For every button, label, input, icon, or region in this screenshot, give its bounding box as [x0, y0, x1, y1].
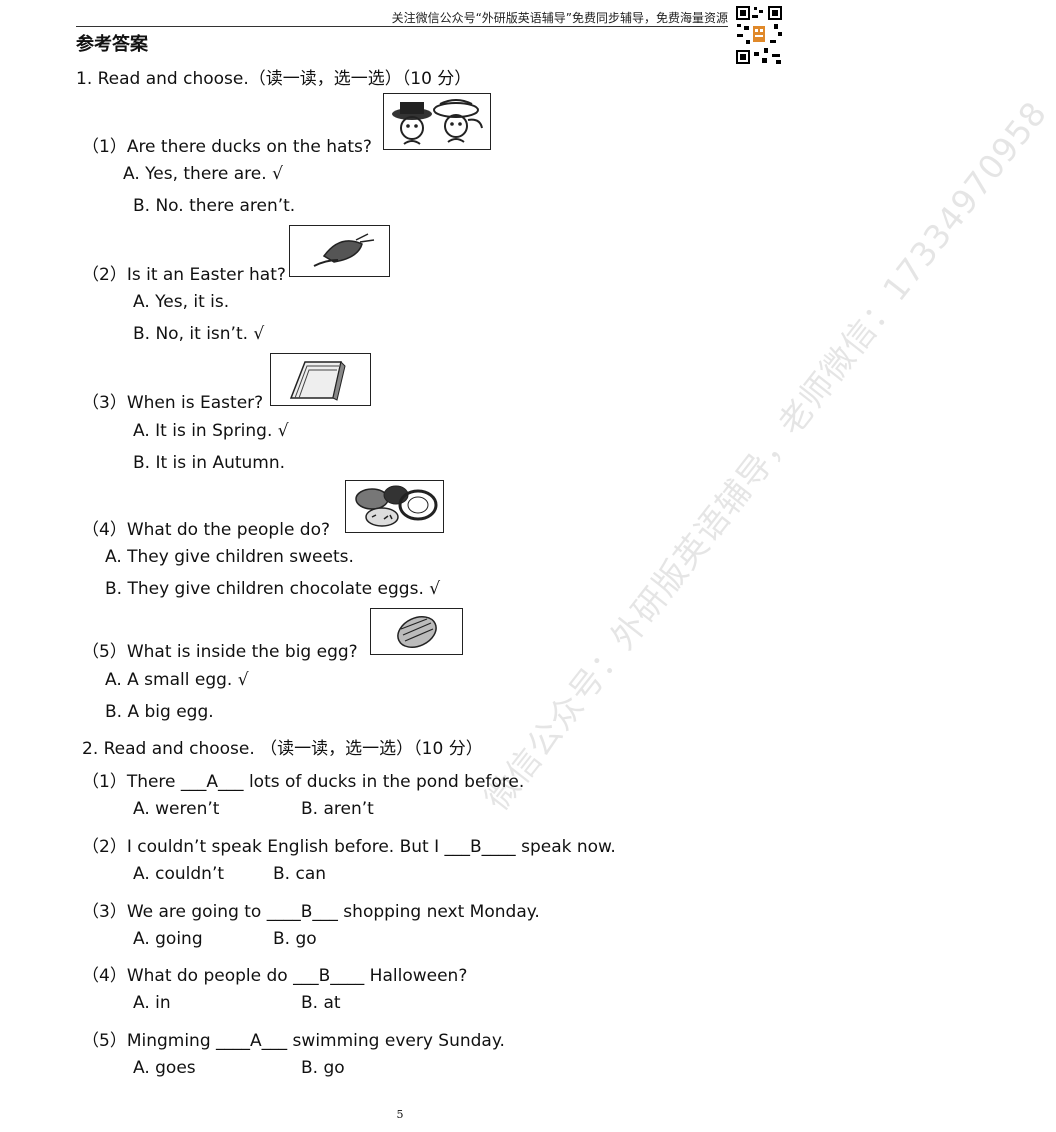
s2-q5-option-a: A. goes [133, 1058, 196, 1078]
s1-question-2: （2）Is it an Easter hat? [82, 265, 286, 285]
s2-question-4: （4）What do people do ___B____ Halloween? [82, 966, 468, 986]
big-egg-picture [370, 608, 463, 655]
s1-question-1: （1）Are there ducks on the hats? [82, 137, 372, 157]
s2-q5-option-b: B. go [301, 1058, 345, 1078]
s1-question-5: （5）What is inside the big egg? [82, 642, 358, 662]
s1-q5-option-a: A. A small egg. √ [105, 670, 249, 690]
calendar-picture [270, 353, 371, 406]
section1-heading: 1. Read and choose.（读一读，选一选）（10 分） [76, 69, 472, 89]
s2-q4-option-b: B. at [301, 993, 341, 1013]
calendar-illustration [289, 361, 346, 401]
page-number: 5 [396, 1108, 404, 1121]
header-rule [76, 26, 728, 27]
s1-question-3: （3）When is Easter? [82, 393, 264, 413]
s2-q2-option-b: B. can [273, 864, 327, 884]
easter-hat-illustration [313, 233, 375, 267]
easter-hat-picture [289, 225, 390, 277]
chocolate-eggs-picture [345, 480, 444, 533]
hats-illustration [392, 99, 483, 145]
s1-q5-option-b: B. A big egg. [105, 702, 214, 722]
s2-question-1: （1）There ___A___ lots of ducks in the po… [82, 772, 525, 792]
chocolate-eggs-illustration [355, 485, 438, 527]
s1-question-4: （4）What do the people do? [82, 520, 331, 540]
s1-q4-option-b: B. They give children chocolate eggs. √ [105, 579, 441, 599]
section2-heading: 2. Read and choose. （读一读，选一选）（10 分） [82, 739, 483, 759]
s1-q4-option-a: A. They give children sweets. [105, 547, 354, 567]
answer-key-title: 参考答案 [76, 34, 148, 55]
s2-q3-option-b: B. go [273, 929, 317, 949]
qr-code-image [734, 4, 784, 66]
s2-question-5: （5）Mingming ____A___ swimming every Sund… [82, 1031, 505, 1051]
diagonal-watermark: 微信公众号：外研版英语辅导，老师微信：17334970958 [477, 93, 1055, 818]
s2-q2-option-a: A. couldn’t [133, 864, 225, 884]
s1-q3-option-a: A. It is in Spring. √ [133, 421, 289, 441]
s2-question-2: （2）I couldn’t speak English before. But … [82, 837, 616, 857]
big-egg-illustration [397, 616, 437, 648]
qr-code [734, 4, 784, 66]
s1-q3-option-b: B. It is in Autumn. [133, 453, 286, 473]
header-banner-text: 关注微信公众号“外研版英语辅导”免费同步辅导，免费海量资源 [391, 11, 728, 25]
s1-q1-option-a: A. Yes, there are. √ [123, 164, 283, 184]
s2-q3-option-a: A. going [133, 929, 203, 949]
s2-q1-option-b: B. aren’t [301, 799, 374, 819]
s1-q2-option-b: B. No, it isn’t. √ [133, 324, 265, 344]
s1-q1-option-b: B. No. there aren’t. [133, 196, 296, 216]
s1-q2-option-a: A. Yes, it is. [133, 292, 230, 312]
hats-picture [383, 93, 491, 150]
s2-q4-option-a: A. in [133, 993, 171, 1013]
s2-question-3: （3）We are going to ____B___ shopping nex… [82, 902, 540, 922]
s2-q1-option-a: A. weren’t [133, 799, 220, 819]
